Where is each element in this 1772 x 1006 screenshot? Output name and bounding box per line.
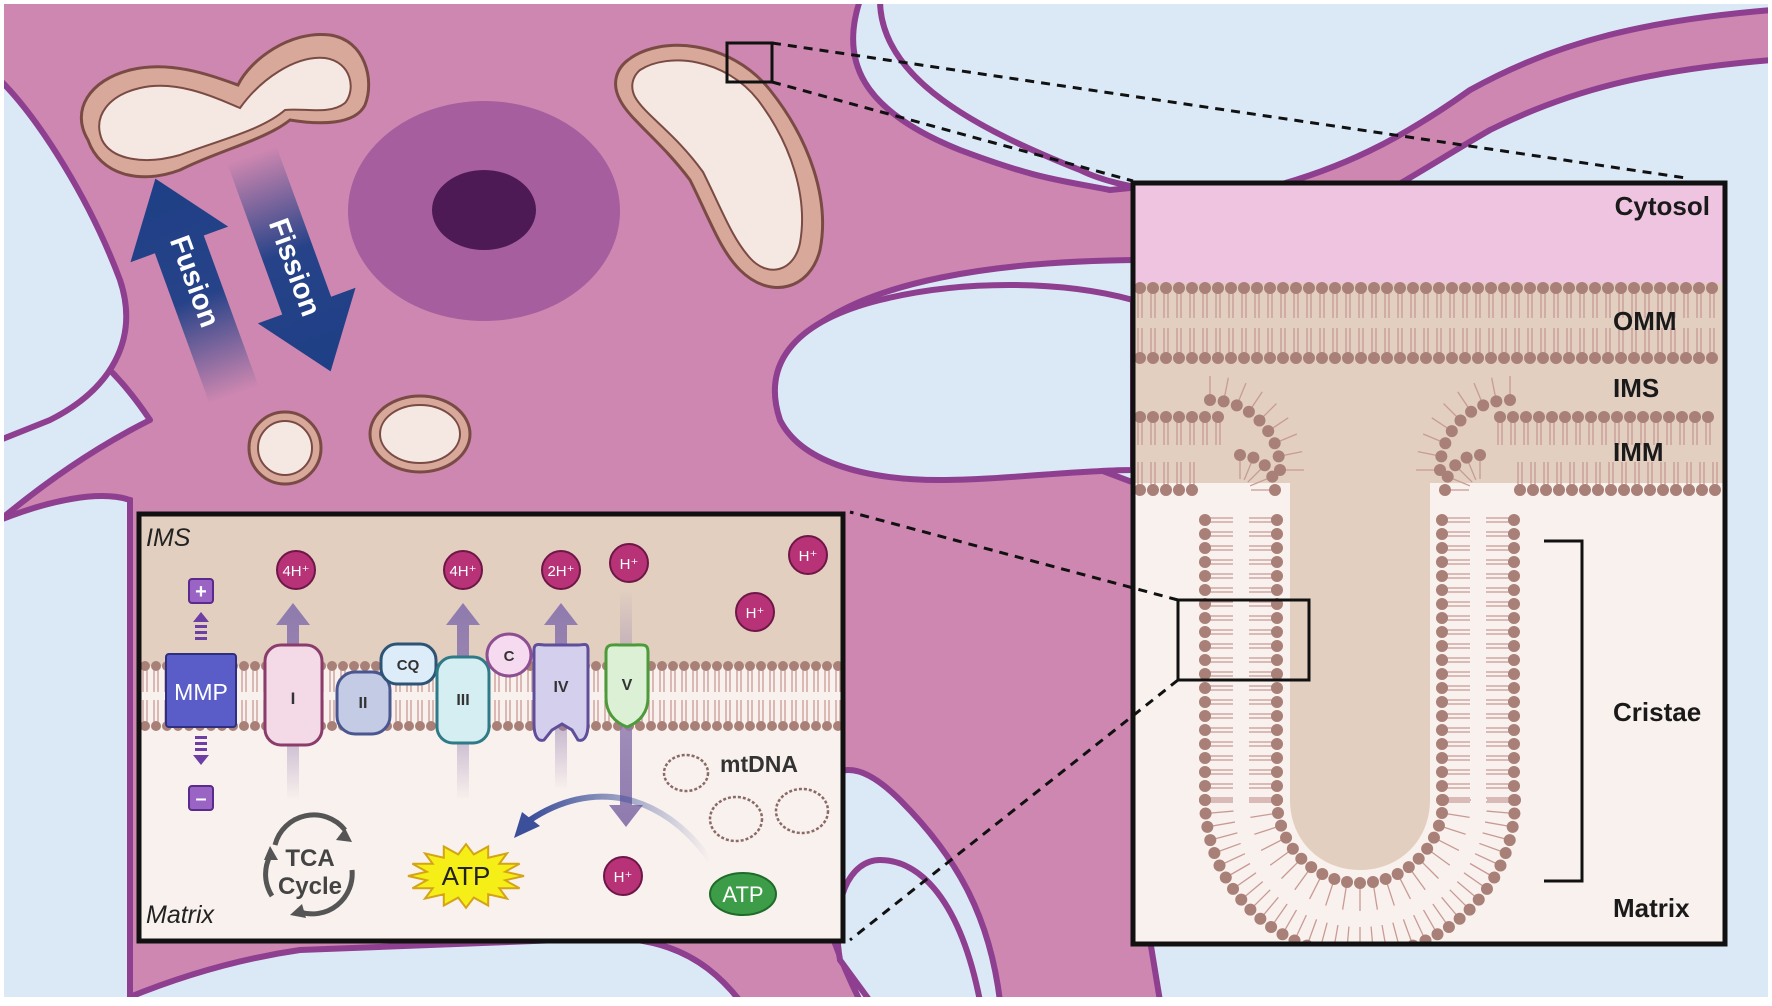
proton-badge-4h-complex-i: 4H⁺ bbox=[276, 550, 316, 590]
zoom-source-box bbox=[725, 41, 774, 84]
zoom-line-bottom bbox=[771, 80, 1134, 183]
cristae-bracket bbox=[1544, 539, 1584, 883]
mitochondrion-fused bbox=[79, 32, 371, 179]
etc-panel: IMS Matrix + MMP – I II bbox=[136, 511, 846, 944]
mmp-label: MMP bbox=[174, 679, 228, 705]
label-omm: OMM bbox=[1613, 306, 1677, 336]
atp-curve-arrowhead bbox=[514, 812, 540, 838]
proton-badge-2h-complex-iv: 2H⁺ bbox=[541, 550, 581, 590]
mitochondrion-small-1 bbox=[247, 410, 323, 486]
atp-green: ATP bbox=[709, 872, 777, 916]
label-ims: IMS bbox=[1613, 373, 1659, 403]
atp-starburst: ATP bbox=[407, 842, 525, 910]
proton-badge-matrix: H⁺ bbox=[603, 856, 643, 896]
mtdna-rings bbox=[662, 753, 830, 843]
atp-curve-arrow bbox=[528, 793, 713, 862]
svg-text:H⁺: H⁺ bbox=[799, 548, 818, 565]
mmp-indicator: + MMP – bbox=[165, 578, 237, 811]
label-matrix: Matrix bbox=[1613, 893, 1690, 923]
svg-text:I: I bbox=[291, 689, 296, 708]
svg-text:C: C bbox=[504, 648, 515, 665]
complex-v: V bbox=[604, 643, 650, 729]
label-cristae: Cristae bbox=[1613, 697, 1701, 727]
zoom-etc-line-bottom bbox=[849, 678, 1179, 942]
svg-text:H⁺: H⁺ bbox=[746, 605, 765, 622]
svg-text:ATP: ATP bbox=[722, 882, 763, 907]
background-region-right-middle bbox=[772, 282, 1136, 484]
complex-c: C bbox=[485, 632, 533, 678]
mitochondrion-small-2 bbox=[368, 394, 472, 474]
zoom-etc-line-top bbox=[849, 510, 1179, 602]
complex-iii: III bbox=[435, 655, 491, 745]
mmp-plus: + bbox=[195, 581, 207, 603]
cytosol-region bbox=[1133, 183, 1725, 283]
svg-text:2H⁺: 2H⁺ bbox=[547, 563, 574, 580]
tca-label-line1: TCA bbox=[285, 845, 334, 872]
complex-iv: IV bbox=[532, 642, 590, 742]
etc-label-matrix: Matrix bbox=[146, 901, 216, 929]
background-region-left bbox=[0, 75, 130, 444]
zoom-panel-frame bbox=[1130, 180, 1728, 947]
mtdna-label: mtDNA bbox=[720, 751, 798, 777]
mitochondrion-large bbox=[614, 43, 824, 289]
outer-membrane-region bbox=[1133, 283, 1725, 483]
complex-cq: CQ bbox=[379, 642, 438, 686]
svg-text:II: II bbox=[359, 695, 368, 712]
svg-text:H⁺: H⁺ bbox=[614, 869, 633, 886]
svg-text:IV: IV bbox=[553, 679, 568, 696]
nucleolus bbox=[432, 170, 536, 250]
tca-cycle: TCA Cycle bbox=[263, 812, 355, 918]
mmp-minus: – bbox=[195, 788, 206, 810]
proton-badge-4h-complex-iii: 4H⁺ bbox=[443, 550, 483, 590]
zoom-etc-box bbox=[1176, 598, 1311, 682]
label-imm: IMM bbox=[1613, 437, 1664, 467]
svg-text:CQ: CQ bbox=[397, 657, 420, 674]
svg-text:H⁺: H⁺ bbox=[620, 556, 639, 573]
svg-text:V: V bbox=[622, 677, 633, 694]
svg-text:III: III bbox=[456, 692, 469, 709]
membrane-zoom-panel: Cytosol OMM IMS IMM Cristae Matrix bbox=[1130, 180, 1728, 947]
etc-label-ims: IMS bbox=[146, 524, 191, 552]
proton-badge-free-2: H⁺ bbox=[735, 592, 775, 632]
zoom-lipid-bilayers bbox=[1134, 282, 1721, 944]
label-cytosol: Cytosol bbox=[1615, 191, 1710, 221]
zoom-line-top bbox=[771, 41, 1687, 180]
etc-panel-frame bbox=[136, 511, 846, 944]
svg-text:ATP: ATP bbox=[442, 861, 491, 891]
crista-lumen bbox=[1290, 483, 1430, 870]
svg-text:4H⁺: 4H⁺ bbox=[282, 563, 309, 580]
tca-label-line2: Cycle bbox=[278, 873, 342, 900]
complex-ii: II bbox=[335, 670, 392, 736]
proton-badge-free-1: H⁺ bbox=[788, 535, 828, 575]
complex-i: I bbox=[263, 643, 324, 747]
svg-text:4H⁺: 4H⁺ bbox=[449, 563, 476, 580]
proton-badge-h-complex-v: H⁺ bbox=[609, 543, 649, 583]
background-region-bottom-left bbox=[0, 493, 133, 1004]
